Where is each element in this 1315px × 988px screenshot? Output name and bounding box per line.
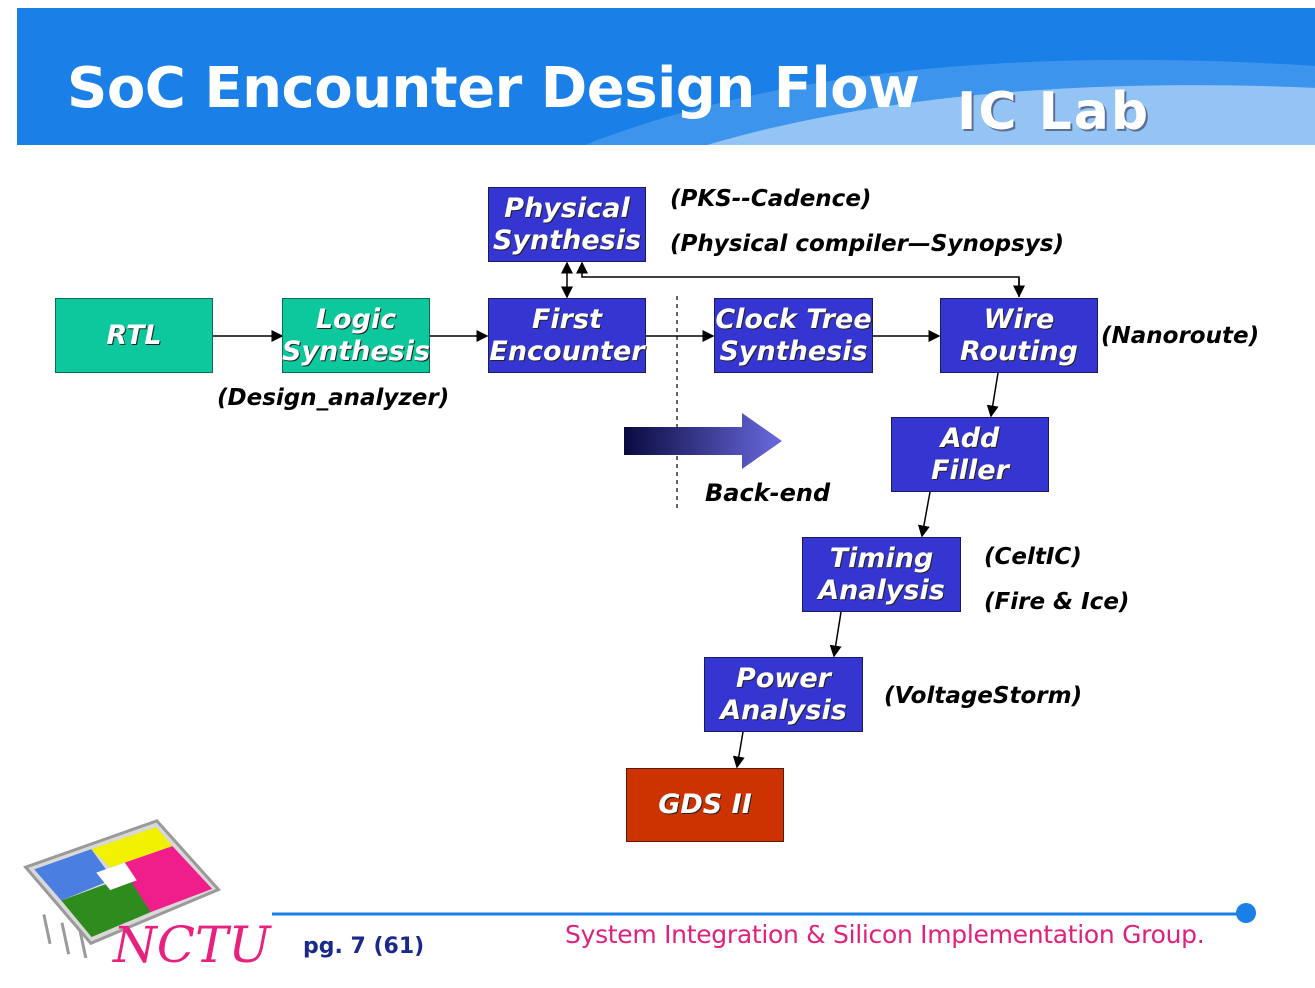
- backend-label: Back-end: [705, 479, 831, 507]
- power-analysis-box: Power Analysis: [704, 657, 863, 732]
- add-filler-box: Add Filler: [891, 417, 1049, 492]
- wire-routing-box: Wire Routing: [940, 298, 1098, 373]
- wire-routing-label: Wire Routing: [960, 303, 1078, 367]
- arrow-wire-to-physical: [576, 261, 1020, 297]
- footer-group-name: System Integration & Silicon Implementat…: [565, 920, 1205, 949]
- nctu-logo-icon: [23, 819, 221, 958]
- page-title: SoC Encounter Design Flow: [67, 56, 920, 121]
- logic-synthesis-box: Logic Synthesis: [282, 298, 430, 373]
- note-fire-ice: (Fire & Ice): [984, 589, 1130, 615]
- timing-analysis-label: Timing Analysis: [818, 542, 945, 606]
- arrow-timing-to-power: [829, 611, 842, 658]
- rtl-label: RTL: [106, 319, 162, 351]
- arrow-power-to-gds: [732, 731, 745, 769]
- clock-tree-synthesis-box: Clock Tree Synthesis: [714, 298, 873, 373]
- page-number: pg. 7 (61): [303, 934, 425, 959]
- note-physical-compiler: (Physical compiler—Synopsys): [670, 231, 1065, 257]
- rtl-box: RTL: [55, 298, 213, 373]
- note-voltagestorm: (VoltageStorm): [884, 683, 1083, 709]
- header-swoosh-decoration: [584, 59, 1315, 145]
- logic-synthesis-label: Logic Synthesis: [281, 303, 431, 367]
- gds-ii-box: GDS II: [626, 768, 784, 842]
- nctu-logo-text: NCTU: [113, 916, 271, 974]
- timing-analysis-box: Timing Analysis: [802, 537, 961, 612]
- first-encounter-label: First Encounter: [489, 303, 645, 367]
- note-celtic: (CeltIC): [984, 544, 1082, 570]
- arrow-filler-to-timing: [917, 491, 931, 538]
- backend-arrow-icon: [624, 413, 782, 469]
- footer-rule-dot: [1236, 903, 1256, 923]
- note-design-analyzer: (Design_analyzer): [217, 385, 450, 411]
- physical-synthesis-box: Physical Synthesis: [488, 187, 646, 262]
- power-analysis-label: Power Analysis: [720, 662, 847, 726]
- header-banner: SoC Encounter Design Flow IC Lab: [17, 8, 1315, 145]
- arrow-wire-to-filler: [986, 372, 999, 418]
- lab-label: IC Lab: [957, 82, 1151, 142]
- note-pks: (PKS--Cadence): [670, 186, 872, 212]
- first-encounter-box: First Encounter: [488, 298, 646, 373]
- physical-synthesis-label: Physical Synthesis: [492, 192, 642, 256]
- gds-ii-label: GDS II: [658, 789, 752, 820]
- add-filler-label: Add Filler: [931, 422, 1009, 486]
- clock-tree-synthesis-label: Clock Tree Synthesis: [715, 303, 872, 367]
- note-nanoroute: (Nanoroute): [1101, 323, 1260, 349]
